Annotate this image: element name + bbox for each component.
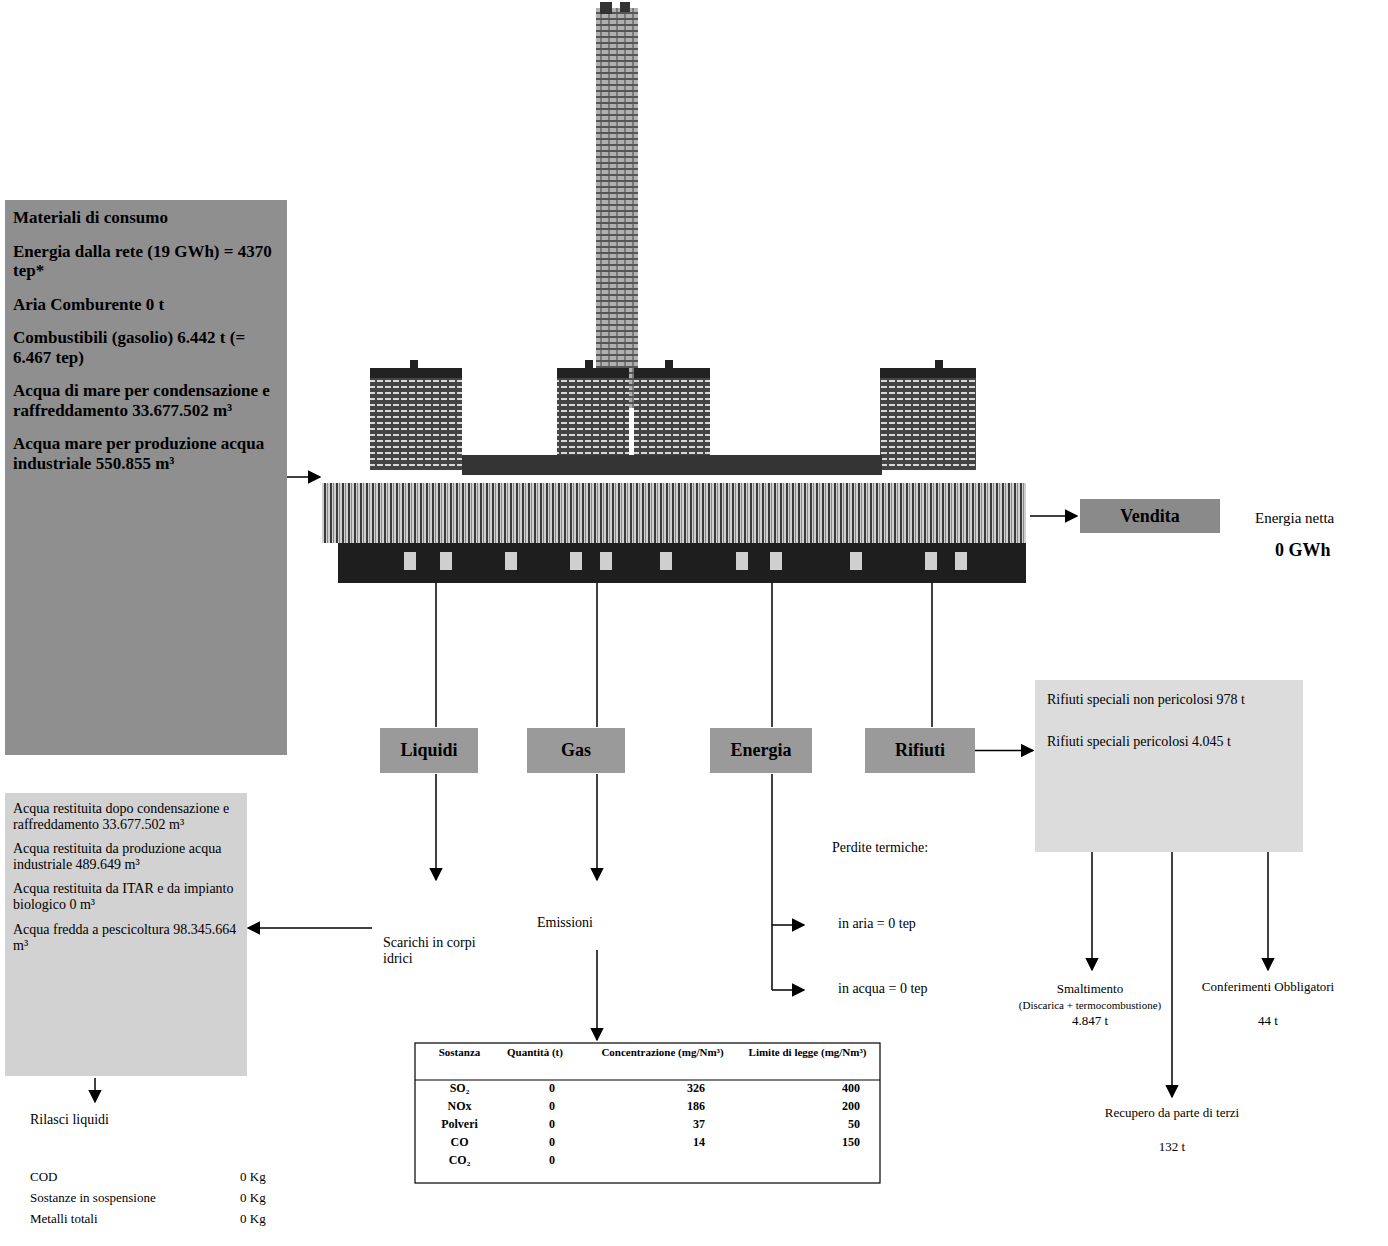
annotation-label: in aria = 0 tep: [838, 916, 988, 932]
liquids-box: Liquidi: [380, 728, 478, 773]
gas-box: Gas: [527, 728, 625, 773]
waste-output-box: Rifiuti speciali non pericolosi 978 t Rif…: [1035, 680, 1303, 852]
returned-water-box: Acqua restituita dopo condensazione e ra…: [5, 793, 247, 1076]
table-cell: 186: [590, 1100, 705, 1114]
table-cell: 150: [740, 1136, 860, 1150]
table-cell: Sostanza: [417, 1046, 502, 1059]
annotation-label: 0 Kg: [240, 1170, 290, 1185]
annotation-label: Metalli totali: [30, 1212, 180, 1227]
annotation-label: 132 t: [1102, 1140, 1242, 1155]
flow-arrow: [975, 750, 1033, 752]
node-text: Gas: [537, 740, 615, 761]
annotation-label: Smaltimento: [1020, 982, 1160, 997]
node-text: Rifiuti: [875, 740, 965, 761]
node-text: Acqua restituita da ITAR e da impianto b…: [13, 881, 239, 913]
waste-box: Rifiuti: [865, 728, 975, 773]
node-text: Rifiuti speciali pericolosi 4.045 t: [1047, 734, 1291, 750]
table-cell: SO₂: [417, 1082, 502, 1096]
annotation-label: COD: [30, 1170, 130, 1185]
input-materials-box: Materiali di consumoEnergia dalla rete (…: [5, 200, 287, 755]
node-text: Combustibili (gasolio) 6.442 t (= 6.467 …: [13, 328, 279, 367]
annotation-label: 4.847 t: [1020, 1014, 1160, 1029]
annotation-label: 0 Kg: [240, 1212, 290, 1227]
annotation-label: Conferimenti Obbligatori: [1200, 980, 1336, 995]
node-text: Acqua di mare per condensazione e raffre…: [13, 381, 279, 420]
annotation-label: Perdite termiche:: [832, 840, 982, 856]
annotation-label: (Discarica + termocombustione): [1005, 999, 1175, 1012]
table-cell: 0: [505, 1136, 555, 1150]
node-text: Aria Comburente 0 t: [13, 295, 279, 315]
plant-ground-floor: [338, 543, 1026, 583]
table-cell: Concentrazione (mg/Nm³): [590, 1046, 735, 1059]
annotation-label: 0 GWh: [1275, 540, 1355, 561]
annotation-label: 44 t: [1200, 1014, 1336, 1029]
table-cell: Quantità (t): [505, 1046, 565, 1059]
table-cell: CO: [417, 1136, 502, 1150]
table-cell: 50: [740, 1118, 860, 1132]
chimney: [596, 8, 638, 408]
table-cell: NOx: [417, 1100, 502, 1114]
node-text: Rifiuti speciali non pericolosi 978 t: [1047, 692, 1291, 708]
node-text: Acqua fredda a pescicoltura 98.345.664 m…: [13, 922, 239, 954]
table-cell: Limite di legge (mg/Nm³): [740, 1046, 875, 1059]
node-text: Energia: [720, 740, 802, 761]
boiler-buildings: [370, 360, 976, 475]
table-cell: CO₂: [417, 1154, 502, 1168]
emission-table-frame: [415, 1043, 880, 1183]
table-cell: 37: [590, 1118, 705, 1132]
table-cell: 0: [505, 1082, 555, 1096]
node-text: Acqua mare per produzione acqua industri…: [13, 434, 279, 473]
annotation-label: in acqua = 0 tep: [838, 981, 988, 997]
table-cell: 0: [505, 1118, 555, 1132]
node-text: Vendita: [1086, 506, 1214, 527]
node-text: Energia dalla rete (19 GWh) = 4370 tep*: [13, 242, 279, 281]
energy-box: Energia: [710, 728, 812, 773]
plant-base: [322, 483, 1026, 543]
node-text: Materiali di consumo: [13, 208, 279, 228]
table-cell: 0: [505, 1154, 555, 1168]
table-cell: 0: [505, 1100, 555, 1114]
table-cell: 400: [740, 1082, 860, 1096]
annotation-label: 0 Kg: [240, 1191, 290, 1206]
table-cell: 326: [590, 1082, 705, 1096]
table-cell: Polveri: [417, 1118, 502, 1132]
table-cell: 14: [590, 1136, 705, 1150]
annotation-label: Energia netta: [1255, 510, 1345, 527]
annotation-label: Rilasci liquidi: [30, 1112, 180, 1128]
node-text: Liquidi: [390, 740, 468, 761]
node-text: Acqua restituita da produzione acqua ind…: [13, 841, 239, 873]
node-text: Acqua restituita dopo condensazione e ra…: [13, 801, 239, 833]
annotation-label: Sostanze in sospensione: [30, 1191, 210, 1206]
sale-box: Vendita: [1080, 499, 1220, 533]
table-cell: 200: [740, 1100, 860, 1114]
annotation-label: Scarichi in corpi idrici: [383, 935, 493, 967]
annotation-label: Recupero da parte di terzi: [1102, 1106, 1242, 1121]
annotation-label: Emissioni: [537, 915, 637, 931]
